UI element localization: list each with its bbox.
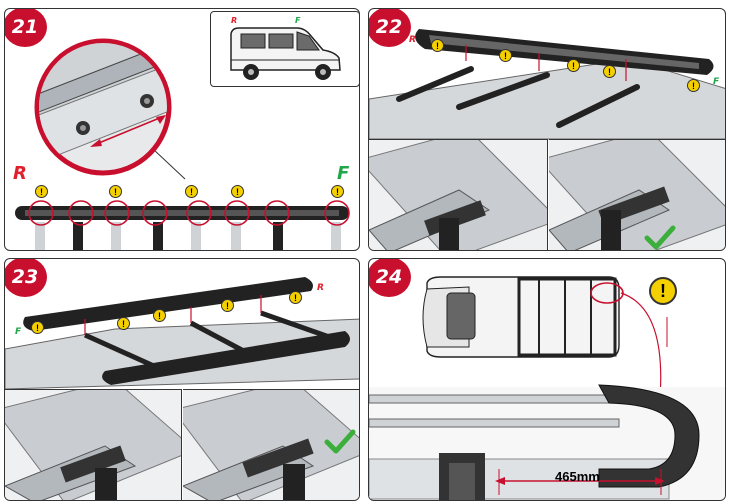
magnifier-circle <box>34 38 186 180</box>
step-badge-22: 22 <box>369 9 411 47</box>
warning-icon: ! <box>117 317 130 330</box>
warning-icon: ! <box>567 59 580 72</box>
warning-icon: ! <box>289 291 302 304</box>
check-icon <box>324 429 356 454</box>
detail-view-left <box>5 389 182 500</box>
detail-view-left <box>369 139 548 250</box>
warning-icon: ! <box>35 185 48 198</box>
warning-icon: ! <box>231 185 244 198</box>
van-side-illustration <box>230 27 341 80</box>
warning-icon: ! <box>499 49 512 62</box>
warning-icon: ! <box>221 299 234 312</box>
rear-marker-large: R <box>13 163 27 184</box>
van-side-inset: R F <box>210 11 359 87</box>
step-22-panel: 22 R F ! ! ! ! ! <box>368 8 726 251</box>
warning-icon: ! <box>603 65 616 78</box>
warning-icon: ! <box>431 39 444 52</box>
roof-bars-illustration <box>369 29 725 140</box>
front-marker: F <box>15 327 22 337</box>
step-badge-21: 21 <box>5 9 47 47</box>
warning-icon: ! <box>185 185 198 198</box>
rear-marker: R <box>231 16 238 25</box>
detail-view-right <box>183 389 359 500</box>
front-marker: F <box>713 77 720 87</box>
roof-rack-illustration <box>5 277 359 390</box>
front-marker: F <box>295 16 301 25</box>
warning-icon: ! <box>649 277 677 305</box>
step-23-panel: 23 F R ! ! ! ! ! <box>4 258 360 501</box>
warning-icon: ! <box>331 185 344 198</box>
step-badge-23: 23 <box>5 259 47 297</box>
detail-view-right <box>549 139 725 250</box>
double-arrow-icon <box>90 115 166 147</box>
front-marker-large: F <box>337 163 350 184</box>
check-icon <box>644 225 676 250</box>
step-21-panel: 21 R F R F ! ! ! <box>4 8 360 251</box>
rear-marker: R <box>409 35 416 45</box>
rear-marker: R <box>317 283 324 293</box>
distance-label: 465mm <box>555 469 600 484</box>
van-top-illustration <box>369 276 725 500</box>
step-badge-24: 24 <box>369 259 411 297</box>
rail-side-view <box>15 200 350 250</box>
warning-icon: ! <box>687 79 700 92</box>
step-24-panel: 24 ! 465mm <box>368 258 726 501</box>
warning-icon: ! <box>109 185 122 198</box>
warning-icon: ! <box>153 309 166 322</box>
warning-icon: ! <box>31 321 44 334</box>
